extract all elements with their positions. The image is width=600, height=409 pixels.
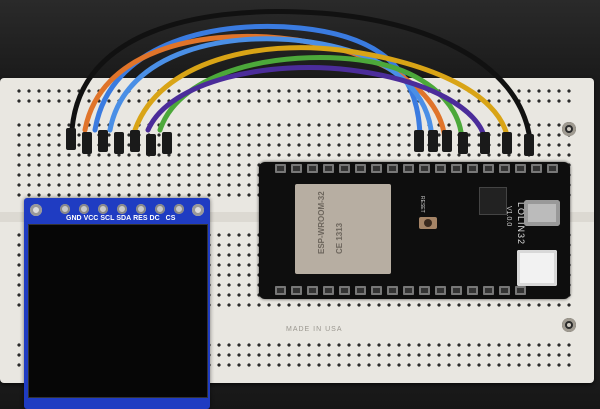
mounting-screw: [562, 318, 576, 332]
pin-label-dc: DC: [149, 215, 160, 222]
micro-usb-port[interactable]: [524, 200, 560, 226]
pin-label-gnd: GND: [66, 215, 82, 222]
mounting-hole: [30, 204, 42, 216]
wire-connector: [414, 130, 424, 152]
oled-pin-labels: GND VCC SCL SDA RES DC CS: [66, 215, 175, 222]
pin: [136, 204, 146, 214]
top-header-pins: [275, 164, 558, 173]
oled-header-pins: [60, 204, 184, 214]
pin: [79, 204, 89, 214]
wire-connector: [82, 132, 92, 154]
oled-display-module: GND VCC SCL SDA RES DC CS: [24, 198, 210, 409]
pin: [117, 204, 127, 214]
mounting-screw: [562, 122, 576, 136]
pin: [174, 204, 184, 214]
wire-connector: [114, 132, 124, 154]
wire-yellow: [132, 45, 511, 143]
wire-purple: [145, 65, 488, 143]
wire-blue: [92, 23, 423, 143]
pin-label-scl: SCL: [100, 215, 115, 222]
pin-label-cs: CS: [165, 215, 176, 222]
wire-connector: [162, 132, 172, 154]
lolin32-board: ESP-WROOM-32 CE 1313 RESET LOLIN32 V1.0.…: [259, 162, 570, 299]
pin: [60, 204, 70, 214]
mounting-hole: [192, 204, 204, 216]
wire-connector: [524, 134, 534, 156]
pin: [155, 204, 165, 214]
wire-connector: [502, 132, 512, 154]
battery-connector[interactable]: [517, 250, 557, 286]
pin: [98, 204, 108, 214]
reset-button[interactable]: [419, 217, 437, 229]
wire-connector: [428, 130, 438, 152]
wire-connector: [442, 130, 452, 152]
pin-label-res: RES: [133, 215, 148, 222]
wire-connector: [458, 132, 468, 154]
wire-connector: [146, 134, 156, 156]
breadboard-label: MADE IN USA: [286, 326, 343, 333]
wire-connector: [66, 128, 76, 150]
bottom-header-pins: [275, 286, 526, 295]
usb-serial-chip: [479, 187, 507, 215]
esp32-module: ESP-WROOM-32 CE 1313: [295, 184, 391, 274]
pin-label-vcc: VCC: [83, 215, 99, 222]
wire-connector: [98, 130, 108, 152]
pin-label-sda: SDA: [116, 215, 132, 222]
oled-screen: [28, 224, 208, 398]
wire-blue-2: [107, 36, 435, 143]
wire-connector: [480, 132, 490, 154]
wire-connector: [130, 130, 140, 152]
wire-black: [69, 9, 533, 143]
